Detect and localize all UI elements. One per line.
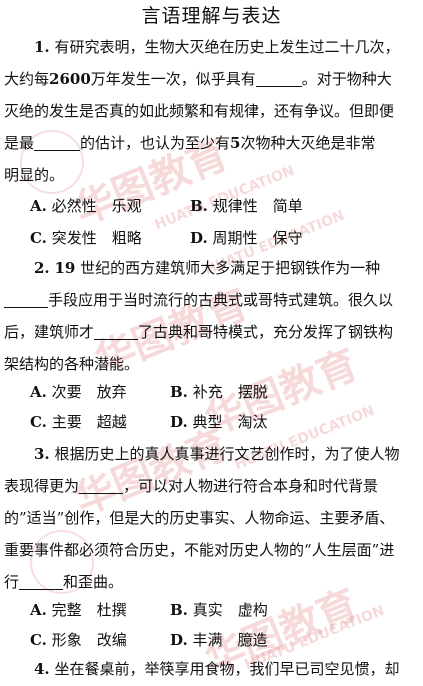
- text-line: 大约每: [4, 70, 50, 88]
- text-line: 有研究表明，生物大灭绝在历史上发生过二十几次，: [54, 38, 400, 56]
- option-letter: C.: [30, 413, 47, 431]
- option-letter: B.: [170, 601, 188, 619]
- number: 2600: [49, 70, 91, 88]
- option-text: 周期性 保守: [212, 229, 303, 247]
- option-text: 真实 虚构: [192, 601, 268, 619]
- option-text: 形象 改编: [51, 631, 127, 649]
- option-b[interactable]: B. 真实 虚构: [170, 600, 268, 620]
- option-text: 必然性 乐观: [51, 197, 142, 215]
- option-a[interactable]: A. 次要 放弃: [30, 382, 127, 402]
- text-line: ，可以对人物进行符合本身和时代背景: [123, 477, 379, 495]
- text-line: 万年发生一次，似乎具有: [90, 70, 256, 88]
- answer-blank: [79, 475, 124, 494]
- text-line: 架结构的各种潜能。: [4, 355, 140, 373]
- option-text: 补充 摆脱: [192, 383, 268, 401]
- question-1-text: 1. 有研究表明，生物大灭绝在历史上发生过二十几次， 大约每2600万年发生一次…: [4, 31, 419, 191]
- text-line: 重要事件都必须符合历史，不能对历史人物的“人生层面”进: [4, 541, 395, 559]
- option-c[interactable]: C. 突发性 粗略: [30, 228, 142, 248]
- option-letter: C.: [30, 631, 47, 649]
- option-letter: A.: [30, 197, 47, 215]
- answer-blank: [4, 289, 48, 308]
- question-number: 2.: [34, 259, 50, 277]
- text-line: 。对于物种大: [301, 70, 392, 88]
- option-letter: B.: [190, 197, 208, 215]
- text-line: 根据历史上的真人真事进行文艺创作时，为了使人物: [54, 445, 400, 463]
- text-line: 世纪的西方建筑师大多满足于把钢铁作为一种: [80, 259, 381, 277]
- text-line: 表现得更为: [4, 477, 80, 495]
- option-letter: D.: [170, 631, 188, 649]
- text-line: 行: [4, 573, 20, 591]
- text-line: 后，建筑师才: [4, 323, 95, 341]
- question-number: 1.: [34, 38, 50, 56]
- answer-blank: [19, 571, 64, 590]
- option-letter: B.: [170, 383, 188, 401]
- option-text: 规律性 简单: [212, 197, 303, 215]
- question-2-text: 2. 19 世纪的西方建筑师大多满足于把钢铁作为一种 手段应用于当时流行的古典式…: [4, 252, 419, 380]
- option-c[interactable]: C. 形象 改编: [30, 630, 127, 650]
- option-text: 典型 淘汰: [192, 413, 268, 431]
- page-title: 言语理解与表达: [141, 5, 282, 27]
- number: 5: [230, 134, 241, 152]
- text-line: 是最: [4, 134, 35, 152]
- number: 19: [54, 259, 76, 277]
- option-d[interactable]: D. 丰满 臆造: [170, 630, 268, 650]
- text-line: 了古典和哥特模式，充分发挥了钢铁构: [138, 323, 394, 341]
- text-line: 次物种大灭绝是非常: [240, 134, 376, 152]
- answer-blank: [34, 132, 81, 151]
- option-b[interactable]: B. 规律性 简单: [190, 196, 303, 216]
- option-letter: A.: [30, 383, 47, 401]
- answer-blank: [94, 321, 139, 340]
- text-line: 坐在餐桌前，举筷享用食物，我们早已司空见惯，却: [54, 660, 400, 678]
- text-line: 的估计，也认为至少有: [80, 134, 231, 152]
- text-line: 手段应用于当时流行的古典式或哥特式建筑。很久以: [48, 291, 394, 309]
- option-letter: D.: [170, 413, 188, 431]
- answer-blank: [255, 68, 302, 87]
- option-text: 主要 超越: [51, 413, 127, 431]
- option-a[interactable]: A. 完整 杜撰: [30, 600, 127, 620]
- option-text: 次要 放弃: [51, 383, 127, 401]
- option-text: 丰满 臆造: [192, 631, 268, 649]
- option-b[interactable]: B. 补充 摆脱: [170, 382, 268, 402]
- text-line: 的”适当”创作，但是大的历史事实、人物命运、主要矛盾、: [4, 509, 395, 527]
- option-text: 完整 杜撰: [51, 601, 127, 619]
- question-3-text: 3. 根据历史上的真人真事进行文艺创作时，为了使人物 表现得更为 ，可以对人物进行…: [4, 438, 419, 598]
- text-line: 明显的。: [4, 166, 65, 184]
- option-letter: D.: [190, 229, 208, 247]
- question-number: 4.: [34, 660, 50, 678]
- question-number: 3.: [34, 445, 50, 463]
- option-d[interactable]: D. 典型 淘汰: [170, 412, 268, 432]
- text-line: 和歪曲。: [63, 573, 124, 591]
- question-4-text: 4. 坐在餐桌前，举筷享用食物，我们早已司空见惯，却: [4, 653, 419, 685]
- option-d[interactable]: D. 周期性 保守: [190, 228, 303, 248]
- option-text: 突发性 粗略: [51, 229, 142, 247]
- option-a[interactable]: A. 必然性 乐观: [30, 196, 142, 216]
- option-letter: C.: [30, 229, 47, 247]
- option-c[interactable]: C. 主要 超越: [30, 412, 127, 432]
- option-letter: A.: [30, 601, 47, 619]
- text-line: 灭绝的发生是否真的如此频繁和有规律，还有争议。但即便: [4, 102, 395, 120]
